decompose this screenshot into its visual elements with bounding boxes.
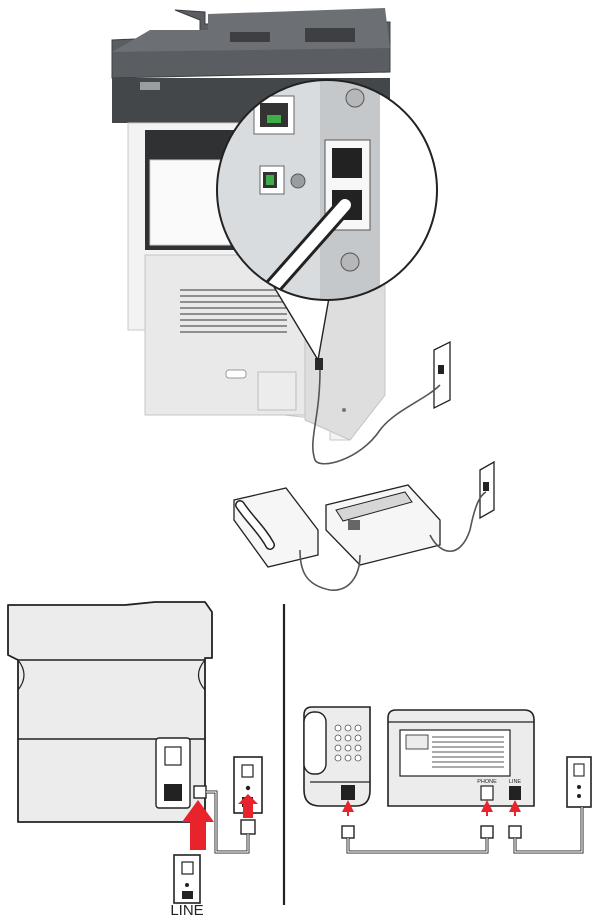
schematic-cable-machine-wall [513,807,584,854]
bottom-left-panel: LINE [7,601,263,917]
zoom-callout [216,79,438,361]
top-answering-machine [325,484,441,566]
answering-machine-phone-port-label: PHONE [477,779,497,785]
schematic-cable-phone-machine [346,838,489,854]
answering-machine-line-port-label: LINE [509,779,522,785]
top-wall-jack-answering [479,460,495,520]
answering-machine-line-port [509,786,521,800]
red-arrow-printer [182,800,214,822]
top-cable-printer-to-wall [312,369,441,465]
schematic-answering-machine: PHONE LINE [387,709,535,807]
top-telephone [233,487,319,568]
answering-machine-phone-port [480,785,494,801]
printer-fax-port [315,358,323,370]
wall-jack-line-label: LINE [170,902,203,917]
schematic-telephone [303,706,371,807]
top-cable-phone-to-machine [299,549,361,591]
schematic-printer-line-plug [193,785,207,799]
top-wall-jack-printer [433,340,451,410]
bottom-right-panel: PHONE LINE [303,706,592,854]
vent-grille [180,289,287,333]
top-cable-machine-to-wall [429,491,487,552]
